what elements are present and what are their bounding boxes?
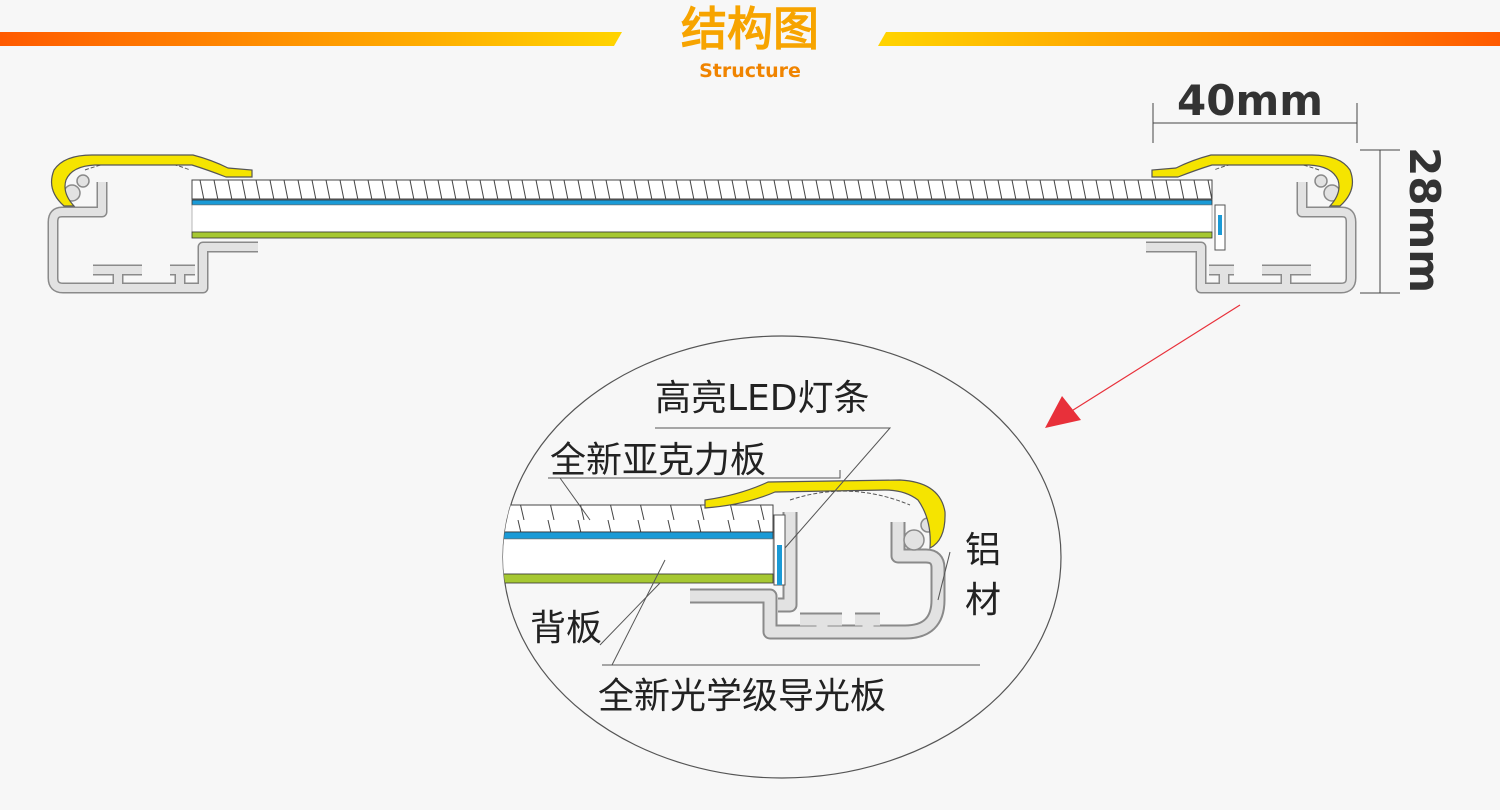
width-label: 40mm (1177, 76, 1323, 125)
detail-green-layer (503, 573, 774, 584)
zoom-arrow (1045, 304, 1241, 428)
arrow-head-icon (1045, 396, 1081, 428)
detail-blue-layer (503, 531, 774, 540)
label-aluminum-2: 材 (965, 580, 1001, 621)
green-layer (191, 231, 1213, 239)
label-light-guide: 全新光学级导光板 (598, 676, 886, 717)
height-label: 28mm (1400, 147, 1449, 293)
height-dimension: 28mm (1360, 147, 1449, 294)
leader-lines (548, 427, 980, 666)
header-banner: 结构图 Structure (0, 2, 1500, 82)
right-stripe (878, 32, 1500, 46)
subtitle: Structure (699, 60, 801, 82)
light-guide-layer (191, 204, 1213, 233)
label-back-board: 背板 (530, 608, 602, 649)
left-stripe (0, 32, 622, 46)
acrylic-layer (191, 179, 1213, 200)
blue-layer (191, 199, 1213, 206)
label-led-strip: 高亮LED灯条 (655, 378, 870, 419)
title: 结构图 (681, 2, 819, 56)
detail-cover (704, 479, 946, 550)
detail-light-guide (503, 538, 774, 575)
label-aluminum-1: 铝 (965, 530, 1001, 571)
label-acrylic: 全新亚克力板 (550, 440, 766, 481)
detail-acrylic (503, 504, 774, 533)
panel-cross-section (52, 155, 1353, 288)
detail-view: 高亮LED灯条 全新亚克力板 铝 材 背板 全新光学级导光板 (502, 335, 1062, 779)
width-dimension: 40mm (1152, 76, 1358, 143)
detail-led-chip (777, 545, 782, 585)
led-chip (1218, 215, 1222, 235)
